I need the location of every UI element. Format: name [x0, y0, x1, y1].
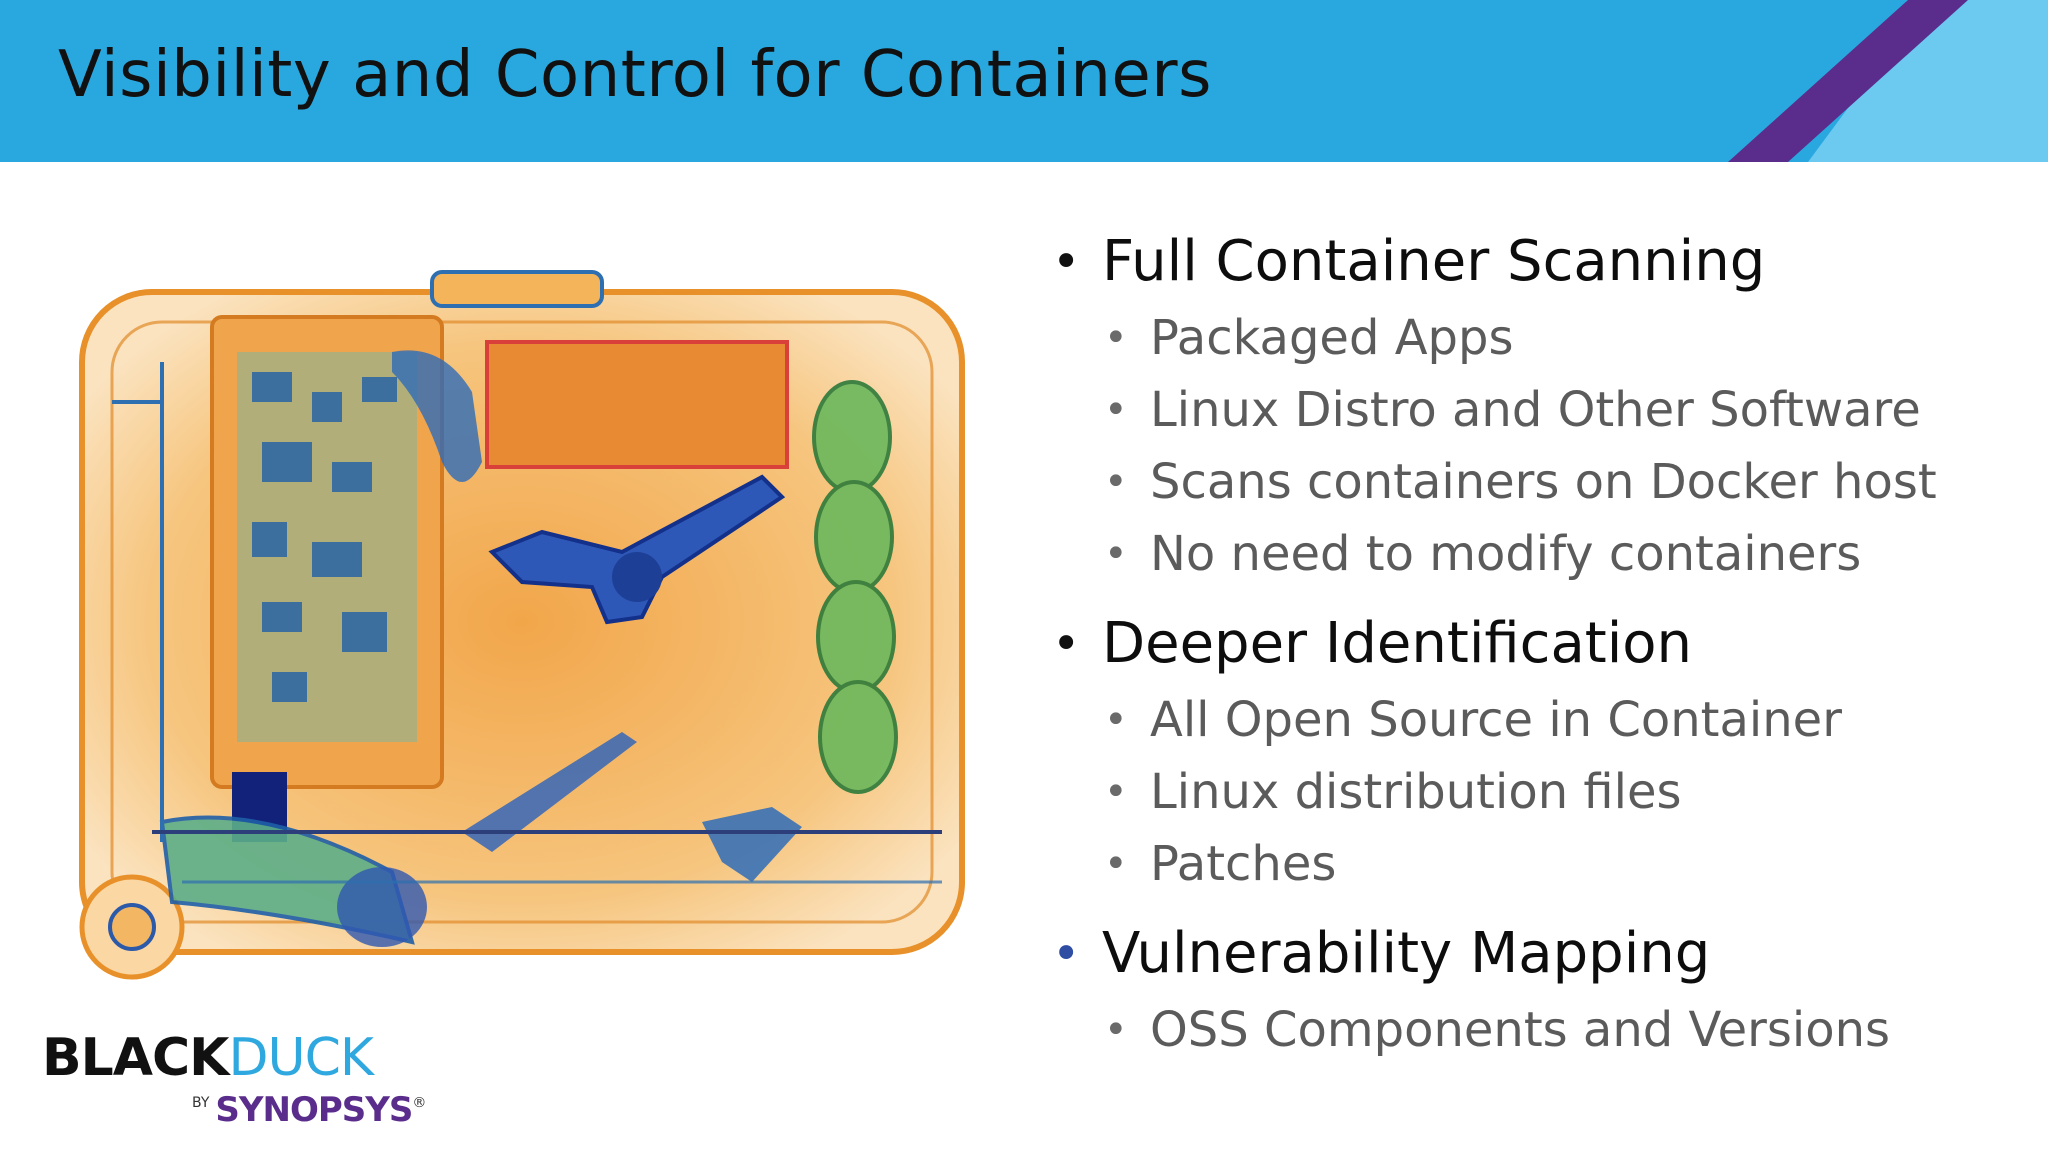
sub-bullet-item: •Linux distribution files — [1050, 756, 2010, 828]
sub-bullet-item: •Patches — [1050, 828, 2010, 900]
sub-bullet-item: •No need to modify containers — [1050, 518, 2010, 590]
bullet-icon: • — [1052, 926, 1081, 982]
bullet-icon: • — [1052, 616, 1081, 672]
sub-bullet-item: •All Open Source in Container — [1050, 684, 2010, 756]
logo-brand-bold: BLACK — [42, 1028, 229, 1088]
bullet-icon: • — [1104, 697, 1128, 743]
logo-brand-light: DUCK — [228, 1028, 374, 1088]
bullet-list: •Full Container Scanning •Packaged Apps … — [1050, 222, 2010, 1066]
xray-suitcase-image — [79, 270, 965, 980]
bullet-item: •Deeper Identification — [1050, 604, 2010, 684]
bullet-icon: • — [1052, 234, 1081, 290]
logo-by: BY — [192, 1095, 210, 1111]
bullet-item: •Vulnerability Mapping — [1050, 914, 2010, 994]
bullet-icon: • — [1104, 459, 1128, 505]
bullet-icon: • — [1104, 315, 1128, 361]
sub-bullet-item: •OSS Components and Versions — [1050, 994, 2010, 1066]
sub-bullet-item: •Scans containers on Docker host — [1050, 446, 2010, 518]
logo-byline: BY SYNOPSYS® — [192, 1090, 432, 1130]
bullet-icon: • — [1104, 769, 1128, 815]
sub-bullet-item: •Linux Distro and Other Software — [1050, 374, 2010, 446]
logo-registered-mark: ® — [412, 1095, 427, 1111]
bullet-icon: • — [1104, 1007, 1128, 1053]
bullet-icon: • — [1104, 387, 1128, 433]
blackduck-logo: BLACKDUCK BY SYNOPSYS® — [42, 1028, 426, 1130]
bullet-item: •Full Container Scanning — [1050, 222, 2010, 302]
bullet-icon: • — [1104, 841, 1128, 887]
logo-synopsys: SYNOPSYS — [215, 1090, 413, 1130]
header-corner-decoration — [1728, 0, 2048, 162]
bullet-icon: • — [1104, 531, 1128, 577]
slide-header: Visibility and Control for Containers — [0, 0, 2048, 162]
slide-title: Visibility and Control for Containers — [58, 38, 1212, 112]
sub-bullet-item: •Packaged Apps — [1050, 302, 2010, 374]
